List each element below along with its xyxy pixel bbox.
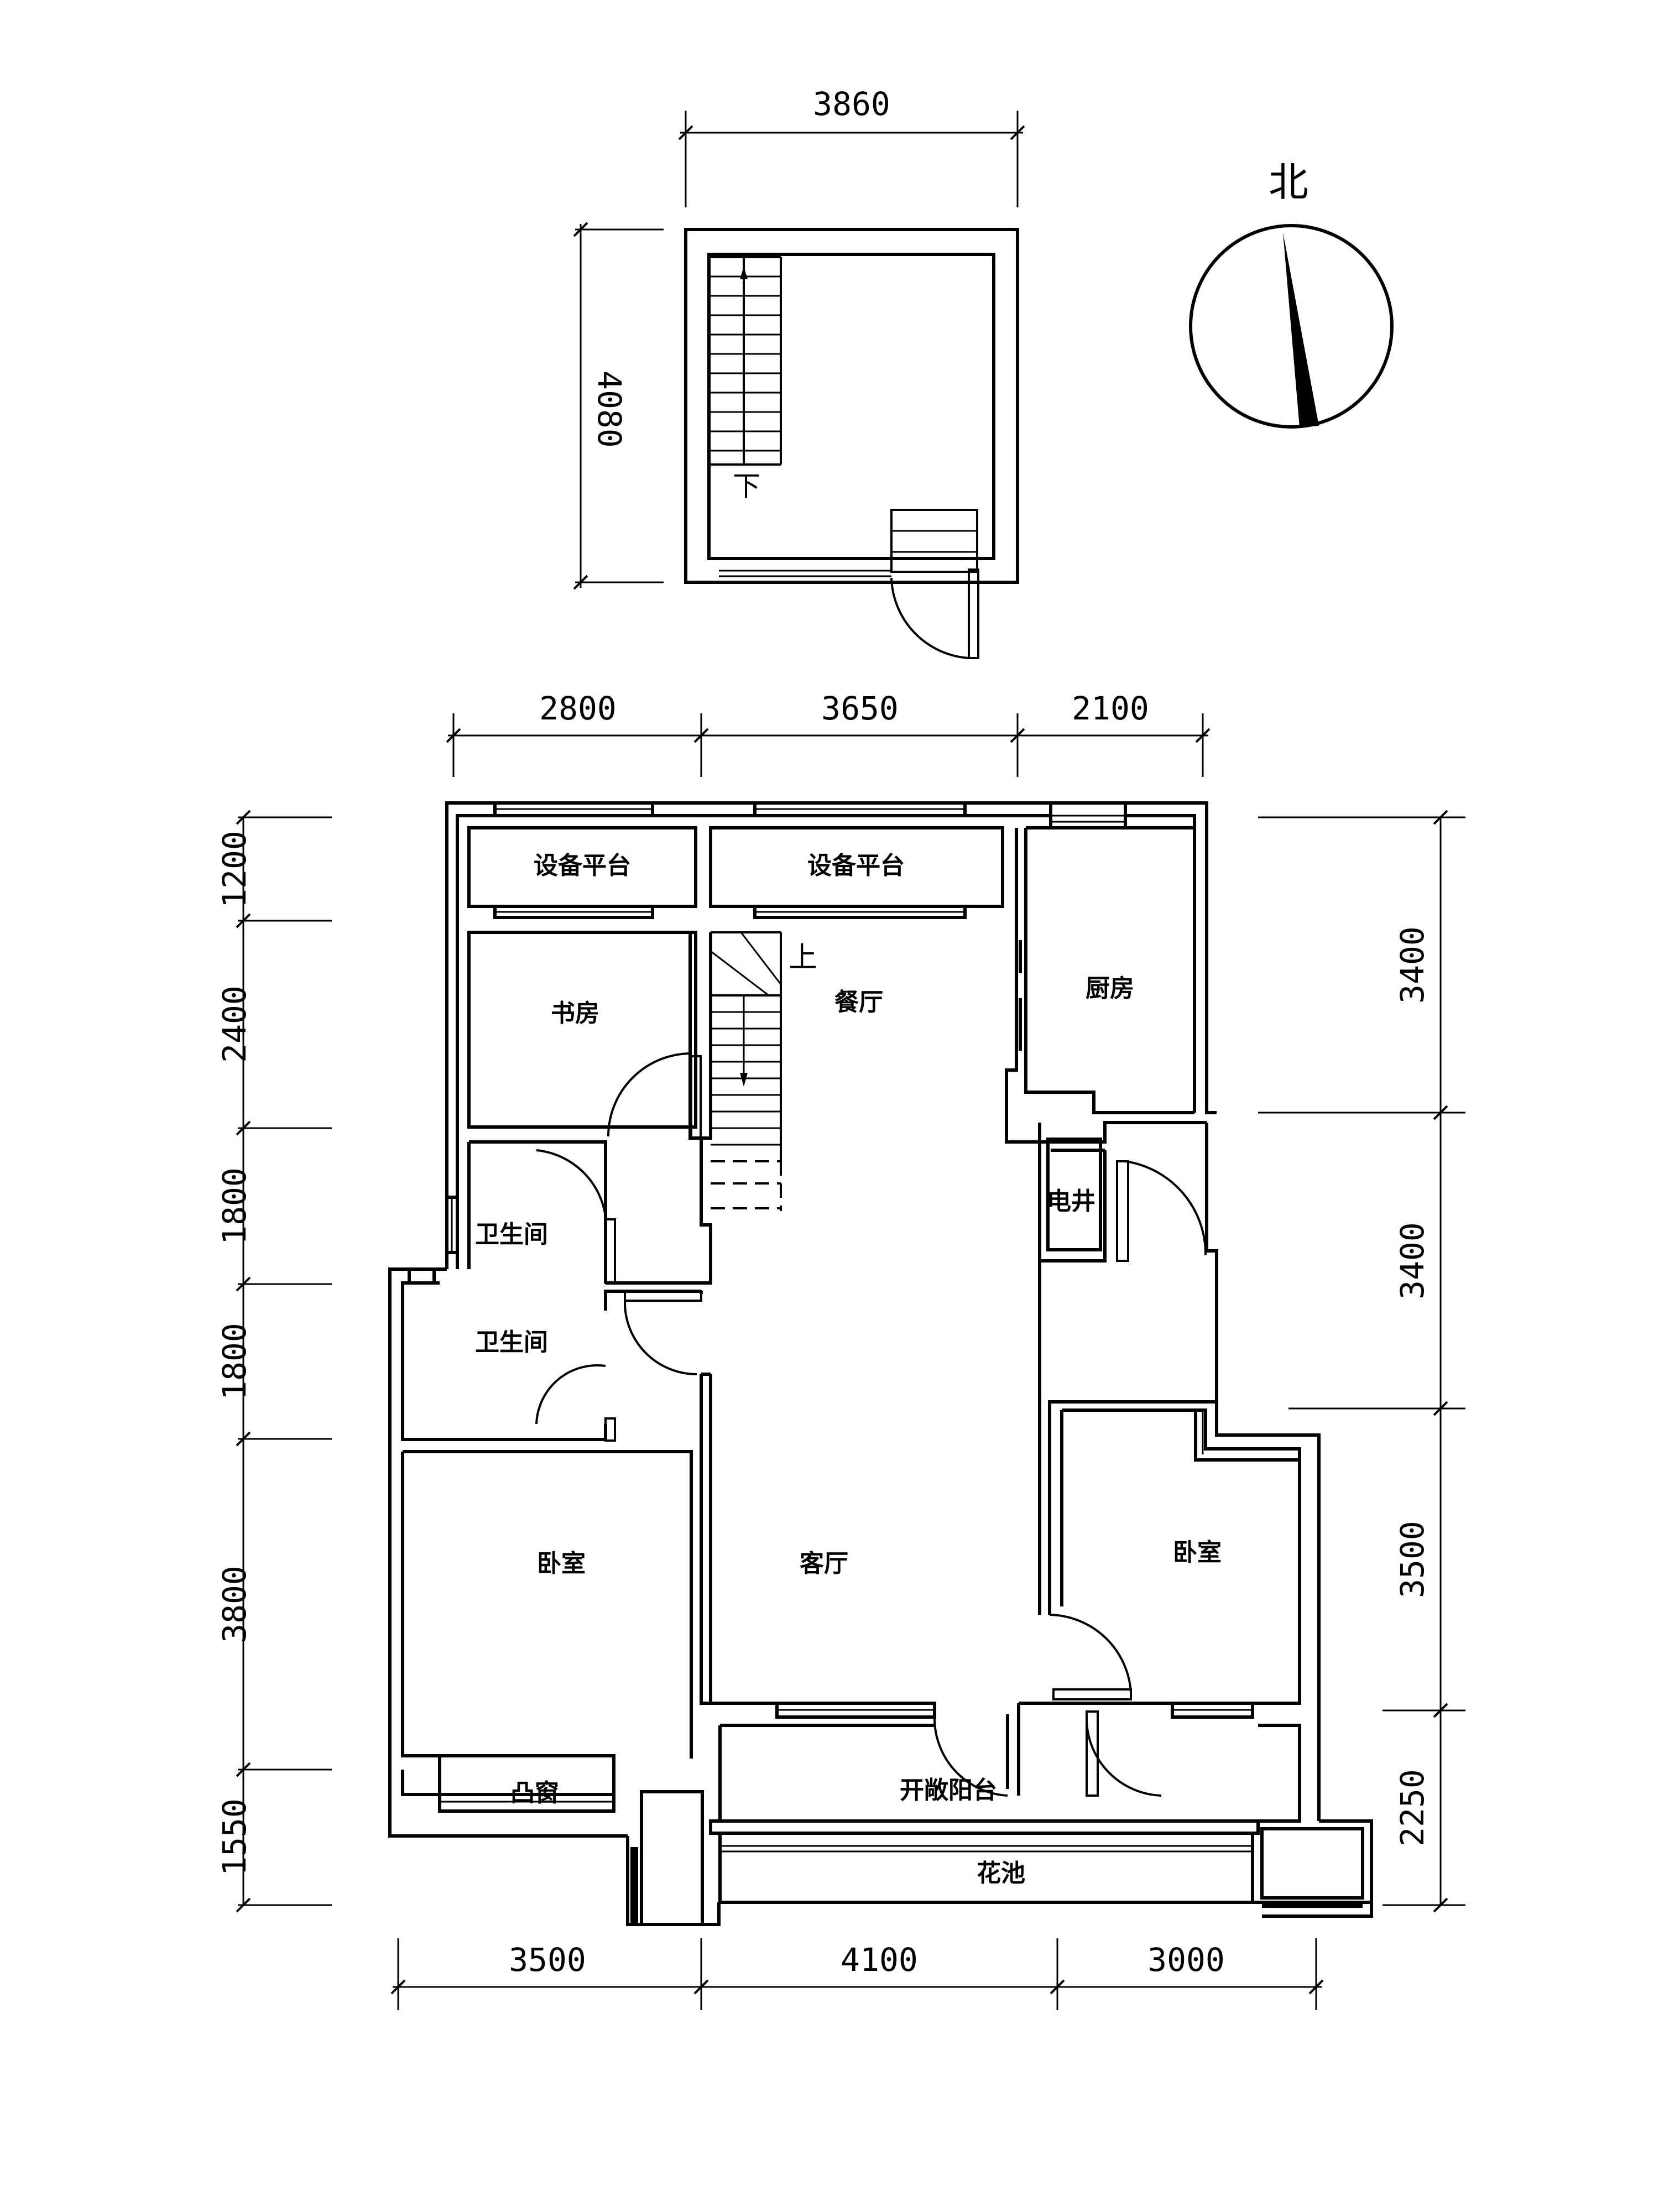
dim-top-1: 2800 — [539, 690, 617, 727]
upper-width-dim: 3860 — [813, 85, 890, 123]
label-study: 书房 — [551, 999, 599, 1027]
bedroom-door-swing — [1049, 1614, 1132, 1693]
label-electric-shaft: 电井 — [1047, 1187, 1095, 1215]
bath2-door-swing — [535, 1364, 606, 1425]
label-dining: 餐厅 — [834, 988, 883, 1016]
dim-right-3: 3500 — [1394, 1521, 1431, 1598]
upper-door-leaf — [968, 568, 979, 659]
main-stair — [710, 931, 782, 1211]
label-equipment-left: 设备平台 — [534, 852, 631, 880]
right-door-swing — [1125, 1160, 1207, 1256]
dim-left-2: 2400 — [216, 985, 253, 1063]
top-windows — [493, 801, 1127, 830]
dim-right-4: 2250 — [1394, 1769, 1431, 1846]
upper-door-swing — [890, 577, 969, 659]
upper-height-dim: 4080 — [591, 371, 628, 448]
label-bath-2: 卫生间 — [475, 1328, 548, 1357]
bottom-dimensions: 3500 4100 3000 — [390, 1938, 1324, 2010]
compass-circle — [1189, 224, 1394, 429]
dim-top-3: 2100 — [1072, 690, 1149, 727]
label-open-balcony: 开敞阳台 — [900, 1776, 997, 1804]
stair-arrow-icon — [740, 267, 748, 279]
dim-bottom-1: 3500 — [509, 1941, 586, 1979]
study-walls — [467, 931, 697, 1129]
dim-right-2: 3400 — [1394, 1222, 1431, 1300]
ac-unit-left — [640, 1790, 704, 1926]
label-equipment-mid: 设备平台 — [807, 852, 905, 880]
upper-stair: 下 — [709, 256, 782, 503]
label-planter: 花池 — [977, 1859, 1025, 1887]
dim-right-1: 3400 — [1394, 926, 1431, 1004]
label-bath-1: 卫生间 — [475, 1220, 548, 1249]
label-living: 客厅 — [800, 1550, 848, 1578]
ac-unit-right — [1260, 1827, 1364, 1900]
dim-top-2: 3650 — [821, 690, 899, 727]
study-door-swing — [607, 1052, 692, 1137]
upper-stair-down-label: 下 — [733, 471, 760, 503]
bath1-door-swing — [536, 1149, 607, 1217]
dim-left-6: 1550 — [216, 1798, 253, 1876]
upper-dim-width: 3860 — [678, 85, 1025, 207]
dim-left-4: 1800 — [216, 1323, 253, 1400]
label-kitchen: 厨房 — [1086, 974, 1134, 1003]
dim-left-3: 1800 — [216, 1167, 253, 1245]
dim-bottom-2: 4100 — [841, 1941, 918, 1979]
label-bedroom-right: 卧室 — [1173, 1538, 1222, 1567]
upper-dim-height: 4080 — [573, 222, 664, 590]
compass-needle-icon — [1283, 232, 1319, 427]
upper-window — [719, 570, 891, 577]
left-dimensions: 1200 2400 1800 1800 3800 1550 — [216, 810, 332, 1913]
label-bay-window: 凸窗 — [510, 1779, 559, 1807]
upper-floor-plan: 下 3860 4080 — [573, 85, 1025, 659]
label-stair-up: 上 — [789, 941, 817, 974]
upper-floor-outer-wall — [684, 228, 1019, 584]
label-bedroom-left: 卧室 — [537, 1550, 586, 1578]
upper-stair-block — [890, 509, 978, 573]
dim-bottom-3: 3000 — [1147, 1941, 1225, 1979]
electric-shaft-walls — [1046, 1138, 1102, 1251]
top-dimensions: 2800 3650 2100 — [446, 690, 1211, 777]
compass: 北 — [1189, 159, 1394, 429]
dim-left-5: 3800 — [216, 1566, 253, 1643]
main-floor-walls — [388, 801, 1373, 1926]
north-label: 北 — [1269, 159, 1308, 206]
stair-down-arrow-icon — [740, 1073, 748, 1087]
dim-left-1: 1200 — [216, 831, 253, 908]
living-door-swing — [623, 1300, 697, 1375]
upper-floor-inner-wall — [707, 253, 995, 560]
balcony-door-left-swing — [933, 1717, 1008, 1797]
room-labels: 设备平台 设备平台 书房 餐厅 上 厨房 电井 卫生间 卫生间 卧室 客厅 卧室… — [475, 852, 1222, 1887]
balcony-door-right-swing — [1085, 1717, 1162, 1797]
right-dimensions: 3400 3400 3500 2250 — [1258, 810, 1465, 1913]
